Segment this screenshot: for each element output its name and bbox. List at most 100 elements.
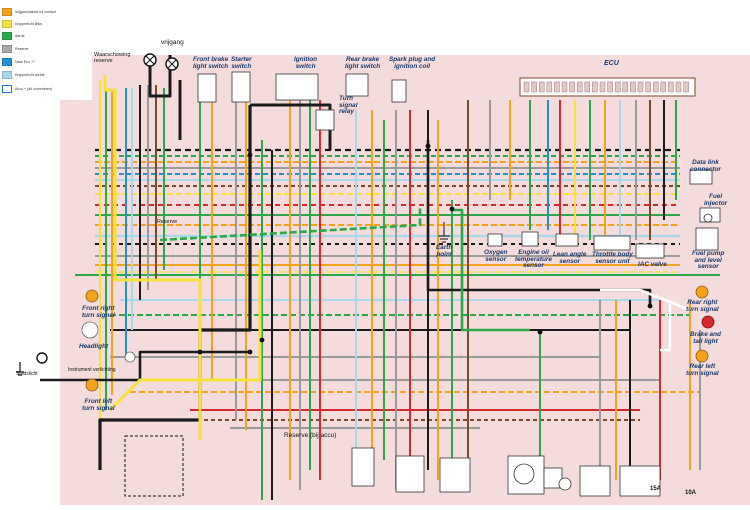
legend-item: Knipperlicht rechts: [2, 71, 45, 79]
legend-text: Vrijgeschakeld na contact: [15, 10, 56, 14]
note-stadslicht: Stadslicht: [16, 371, 38, 377]
label-ecu: ECU: [604, 60, 619, 67]
junction-dot: [449, 206, 455, 212]
highlight-black: [178, 80, 332, 150]
ecu-pin: [630, 81, 636, 93]
ecu-pin: [607, 81, 613, 93]
ecu-pin: [584, 81, 591, 93]
label-rear-left-turn: Rear left turn signal: [686, 363, 719, 377]
rear-right-turn-bulb-icon: [695, 285, 709, 299]
legend-text: Accu + (dit controleren): [15, 87, 53, 91]
junction-dot: [247, 152, 253, 158]
bottom-component-symbol: [395, 455, 425, 493]
fuse-box-symbol: [619, 465, 661, 497]
wires: [40, 55, 720, 500]
label-fuel-pump: Fuel pump and level sensor: [692, 250, 725, 271]
instrument-bulb-icon: [124, 351, 136, 363]
label-spark-plug: Spark plug and ignition coil: [389, 56, 436, 70]
engine-oil-temp-symbol: [521, 231, 539, 247]
highlight-black: [148, 55, 172, 98]
turn-signal-relay-symbol: [315, 109, 335, 131]
label-fuse-15a: 15A: [650, 486, 662, 492]
highlight-yellow: [103, 75, 202, 440]
ecu-pin: [645, 81, 651, 93]
ecu-pin: [531, 81, 537, 93]
starter-switch-symbol: [231, 71, 251, 103]
alternator-icon: [513, 463, 535, 485]
ground-symbol-icon: [16, 362, 24, 376]
label-engine-oil-temp: Engine oil temperature sensor: [515, 249, 552, 270]
legend-text: Aarde: [15, 34, 25, 38]
label-earth-point: Earth point: [436, 244, 453, 258]
label-front-left-turn: Front left turn signal: [82, 398, 115, 412]
label-front-right-turn: Front right turn signal: [82, 305, 115, 319]
label-ignition-switch: Ignition switch: [294, 56, 318, 70]
ecu-pin: [546, 81, 553, 93]
warning-lamp-cross-icon: [167, 59, 177, 69]
oxygen-sensor-symbol: [487, 233, 503, 247]
label-front-brake-switch: Front brake light switch: [193, 56, 229, 70]
highlight-yellow: [108, 250, 262, 412]
label-starter-switch: Starter switch: [231, 56, 252, 70]
highlight-green: [159, 205, 422, 242]
bottom-component-symbol: [351, 447, 375, 487]
legend-swatch: [2, 45, 12, 53]
label-rear-brake-switch: Rear brake light switch: [345, 56, 381, 70]
legend-item: Naar Ecu ??: [2, 58, 35, 66]
junction-dot: [197, 349, 203, 355]
ecu-pin: [614, 81, 621, 93]
ecu-pin: [561, 81, 568, 93]
ecu-pin: [569, 81, 575, 93]
legend-swatch: [2, 71, 12, 79]
ecu-pin: [622, 81, 629, 93]
front-left-turn-bulb-icon: [85, 378, 99, 392]
ecu-pin: [668, 81, 674, 93]
rear-brake-switch-symbol: [345, 73, 369, 97]
ignition-switch-symbol: [275, 73, 319, 101]
starter-motor-icon: [558, 477, 572, 491]
highlight-white: [660, 300, 672, 352]
ecu-pin: [592, 81, 598, 93]
junction-dot: [259, 337, 265, 343]
selection-box: [124, 435, 184, 497]
data-link-connector-symbol: [689, 169, 713, 185]
warning-lamp-cross-icon: [145, 55, 155, 65]
label-throttle-body: Throttle body sensor unit: [592, 251, 633, 265]
ecu-pin: [576, 81, 583, 93]
label-fuel-injector: Fuel injector: [704, 193, 728, 207]
label-rear-right-turn: Rear right turn signal: [686, 299, 719, 313]
bottom-component-symbol: [439, 457, 471, 493]
earth-point-icon: [438, 222, 450, 243]
legend-item: Knipperlicht links: [2, 20, 42, 28]
ecu-pin: [523, 81, 530, 93]
legend-text: Knipperlicht rechts: [15, 73, 45, 77]
legend-swatch: [2, 8, 12, 16]
ecu-pin: [538, 81, 545, 93]
lean-angle-symbol: [555, 233, 579, 247]
note-reserve-accu: Reserve (bij accu): [284, 432, 337, 439]
battery-symbol: [579, 465, 611, 497]
label-oxygen-sensor: Oxygen sensor: [484, 249, 508, 263]
label-headlight: Headlight: [79, 343, 109, 350]
label-lean-angle: Lean angle sensor: [553, 251, 587, 265]
legend-swatch: [2, 20, 12, 28]
highlight-black: [426, 140, 652, 305]
ecu-pin: [683, 81, 689, 93]
note-vrijgang: vrijgang: [161, 39, 184, 46]
ecu-pin: [675, 81, 682, 93]
fuel-pump-symbol: [695, 227, 719, 251]
junction-dot: [537, 329, 543, 335]
legend-item: Reserve: [2, 45, 28, 53]
legend-swatch: [2, 32, 12, 40]
legend-swatch: [2, 58, 12, 66]
junction-dot: [647, 303, 653, 309]
junction-dot: [247, 349, 253, 355]
legend-text: Reserve: [15, 47, 29, 51]
note-waarschuwing: Waarschowing reserve: [94, 52, 131, 65]
ecu-pin: [637, 81, 644, 93]
headlight-bulb-icon: [81, 321, 99, 339]
note-instrument: Instrument verlichting: [68, 367, 116, 373]
note-reserve: Reserve: [157, 219, 178, 225]
bottom-component-symbol: [543, 467, 563, 489]
